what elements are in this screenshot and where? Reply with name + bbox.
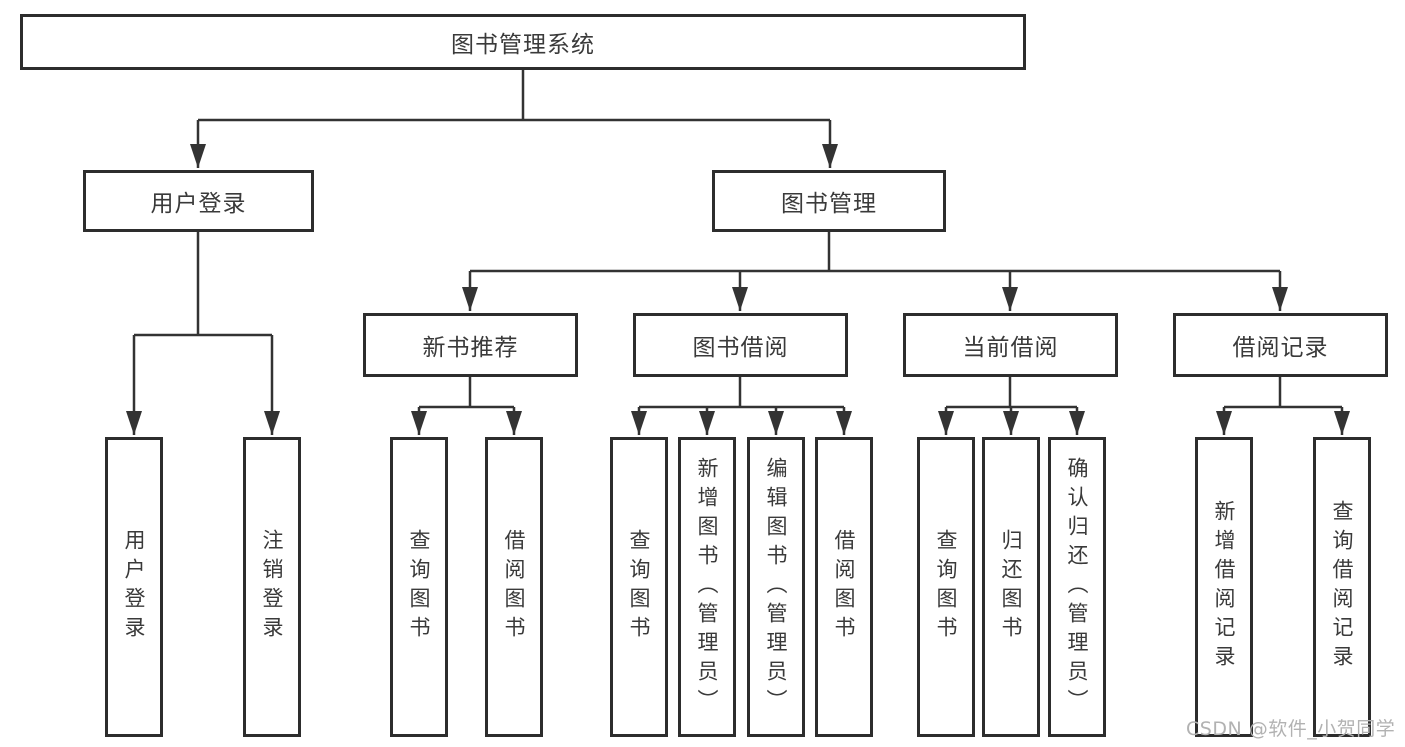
csdn-watermark: CSDN @软件_小贺同学 (1186, 718, 1396, 740)
connector-current-borrow-children (938, 377, 1085, 435)
node-user-login-module: 用户登录 (83, 170, 314, 232)
node-label: 用户登录 (150, 191, 247, 217)
connector-new-books-children (411, 377, 522, 435)
node-label: 注销登录 (260, 529, 284, 645)
connector-borrow-records-children (1216, 377, 1350, 435)
node-label: 用户登录 (122, 529, 146, 645)
node-leaf-confirm-return-admin: 确认归还（管理员） (1048, 437, 1106, 737)
node-label: 确认归还（管理员） (1065, 456, 1089, 718)
node-leaf-borrow-books-1: 借阅图书 (485, 437, 543, 737)
node-label: 图书借阅 (692, 335, 789, 361)
node-leaf-user-login: 用户登录 (105, 437, 163, 737)
node-label: 新书推荐 (422, 335, 519, 361)
node-label: 查询图书 (627, 529, 651, 645)
node-book-borrow: 图书借阅 (633, 313, 848, 377)
node-label: 归还图书 (999, 529, 1023, 645)
connector-book-mgmt-children (462, 232, 1288, 311)
node-label: 查询借阅记录 (1330, 500, 1354, 674)
node-label: 借阅图书 (832, 529, 856, 645)
node-book-mgmt-module: 图书管理 (712, 170, 946, 232)
node-new-books: 新书推荐 (363, 313, 578, 377)
node-leaf-edit-books-admin: 编辑图书（管理员） (747, 437, 805, 737)
node-leaf-borrow-books-2: 借阅图书 (815, 437, 873, 737)
node-current-borrow: 当前借阅 (903, 313, 1118, 377)
node-leaf-query-books-2: 查询图书 (610, 437, 668, 737)
connector-user-login-children (126, 232, 280, 435)
node-label: 查询图书 (407, 529, 431, 645)
node-leaf-logout: 注销登录 (243, 437, 301, 737)
node-leaf-add-books-admin: 新增图书（管理员） (678, 437, 736, 737)
connector-root-to-level2 (190, 70, 838, 168)
node-label: 新增借阅记录 (1212, 500, 1236, 674)
connector-book-borrow-children (631, 377, 852, 435)
node-label: 编辑图书（管理员） (764, 456, 788, 718)
node-label: 借阅记录 (1232, 335, 1329, 361)
node-label: 查询图书 (934, 529, 958, 645)
node-label: 新增图书（管理员） (695, 456, 719, 718)
node-label: 当前借阅 (962, 335, 1059, 361)
node-label: 图书管理 (781, 191, 877, 217)
node-leaf-query-books-3: 查询图书 (917, 437, 975, 737)
node-leaf-query-books-1: 查询图书 (390, 437, 448, 737)
node-leaf-return-books: 归还图书 (982, 437, 1040, 737)
node-leaf-add-borrow-record: 新增借阅记录 (1195, 437, 1253, 737)
node-library-system: 图书管理系统 (20, 14, 1026, 70)
node-label: 借阅图书 (502, 529, 526, 645)
node-borrow-records: 借阅记录 (1173, 313, 1388, 377)
node-label: 图书管理系统 (451, 32, 595, 58)
node-leaf-query-borrow-record: 查询借阅记录 (1313, 437, 1371, 737)
